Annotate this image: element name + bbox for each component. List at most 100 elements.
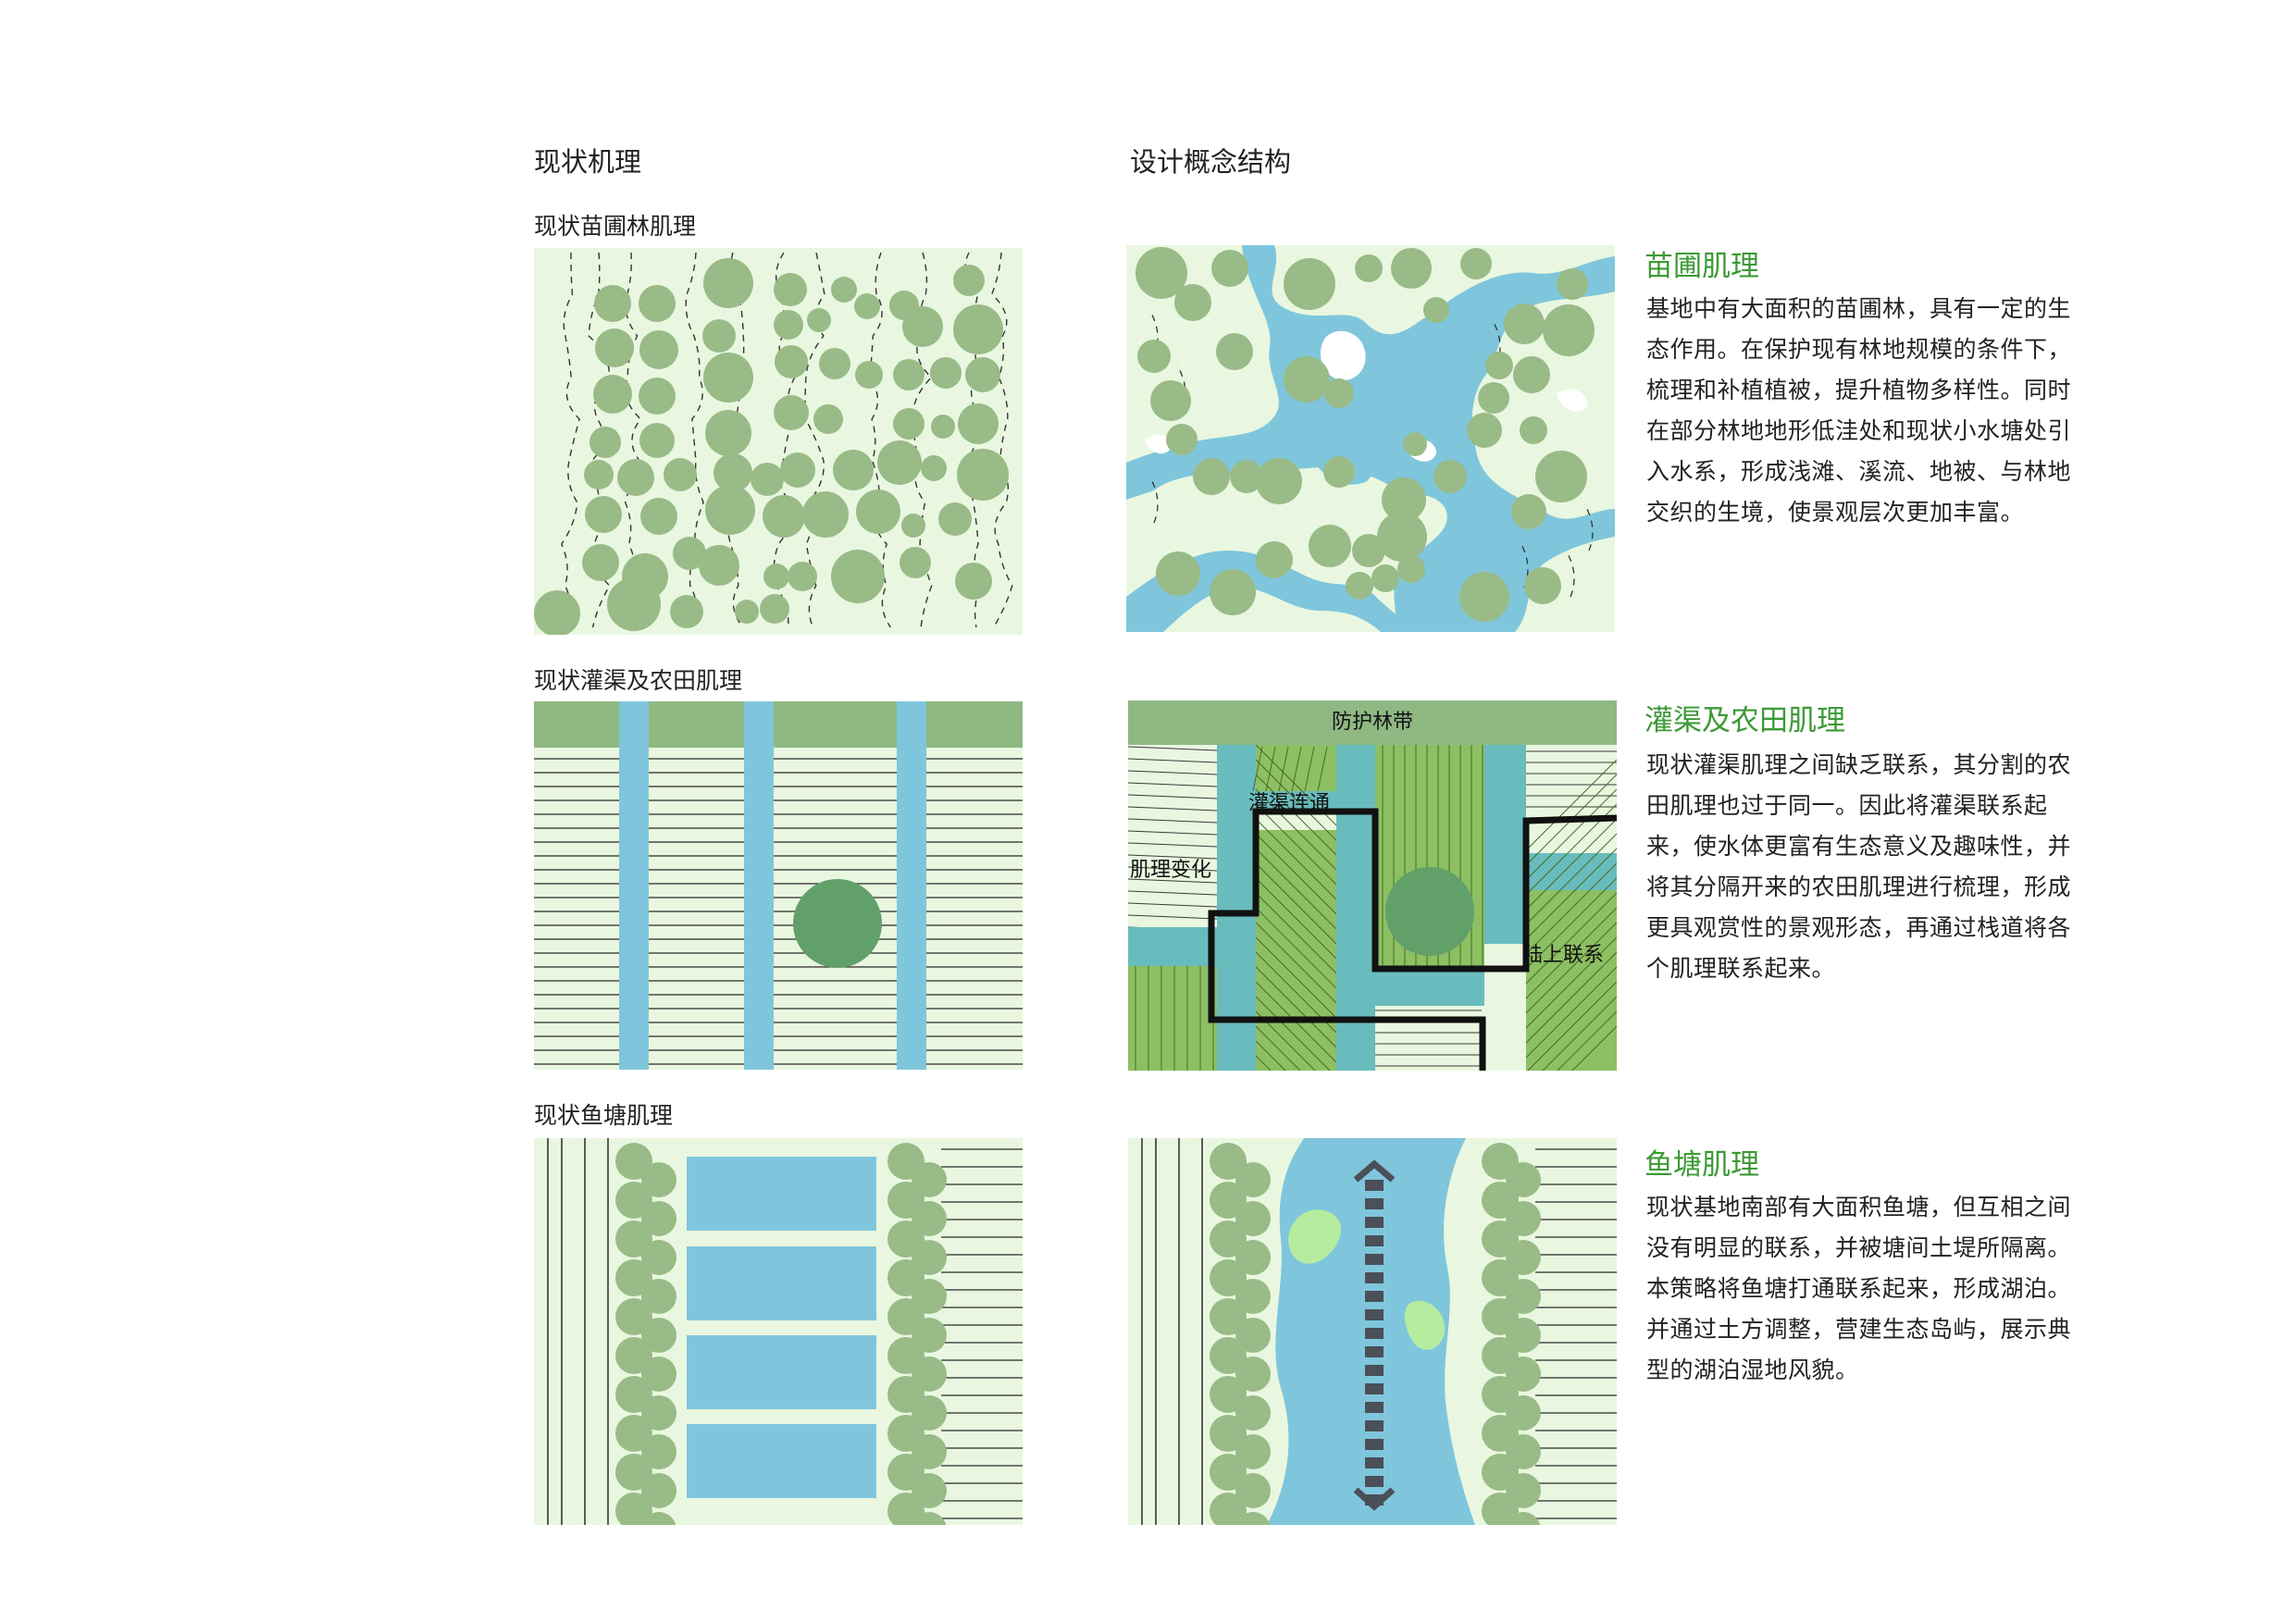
tree-canopy [615, 1415, 652, 1452]
tree-canopy [1230, 460, 1263, 493]
tree-canopy [607, 577, 661, 631]
forest-belt-label: 防护林带 [1332, 711, 1413, 734]
field-furrow-line [1128, 878, 1218, 884]
canal-description: 现状灌渠肌理之间缺乏联系，其分割的农田肌理也过于同一。因此将灌渠联系起来，使水体… [1646, 751, 2072, 982]
tree-canopy [1524, 567, 1561, 604]
field-hatch-line [1527, 981, 1617, 1071]
tree-canopy [735, 600, 759, 624]
tree-canopy [930, 357, 962, 389]
contour-dash-line [721, 252, 745, 628]
tree-canopy [641, 1201, 676, 1236]
field-hatch-line [1525, 759, 1617, 851]
field-hatch-line [1525, 936, 1617, 1029]
field-hatch-line [1291, 746, 1302, 792]
nursery-design-diagram [1126, 245, 1615, 632]
irrigation-canal [1336, 745, 1375, 1071]
tree-canopy [774, 273, 807, 306]
tree-canopy [1137, 340, 1171, 373]
arrow-head-down [1353, 1487, 1396, 1511]
tree-canopy [1136, 247, 1187, 299]
fish-pond [687, 1335, 876, 1409]
field-furrow-line [1128, 782, 1218, 787]
panel-background [534, 701, 1023, 1070]
fishpond-heading: 鱼塘肌理 [1644, 1148, 1759, 1182]
boardwalk-dash [1365, 1235, 1384, 1246]
large-tree [793, 879, 882, 968]
tree-canopy [641, 1512, 676, 1525]
nursery-current-title: 现状苗圃林肌理 [534, 213, 697, 240]
canal-design-diagram: 防护林带灌渠连通肌理变化陆上联系 [1128, 700, 1617, 1071]
tree-canopy [670, 595, 703, 628]
tree-canopy [1235, 1201, 1271, 1236]
tree-canopy [703, 353, 753, 403]
large-tree [1385, 867, 1474, 956]
field-hatch-line [1255, 759, 1337, 841]
boardwalk-dash [1365, 1383, 1384, 1394]
field-hatch-line [1255, 848, 1337, 930]
tree-canopy [1309, 525, 1351, 567]
tree-canopy [1235, 1357, 1271, 1392]
tree-canopy [615, 1143, 652, 1180]
tree-canopy [1193, 458, 1230, 495]
tree-canopy [855, 361, 883, 389]
tree-canopy [833, 450, 874, 490]
tree-canopy [893, 359, 925, 390]
field-hatch-line [1304, 746, 1315, 792]
pond-island [1145, 434, 1172, 454]
tree-canopy [714, 453, 752, 492]
tree-canopy [813, 404, 843, 434]
field-hatch-line [1557, 1010, 1617, 1071]
field-furrow-line [1128, 890, 1218, 896]
tree-canopy [955, 563, 992, 600]
boardwalk-dash [1365, 1217, 1384, 1228]
tree-canopy [1511, 494, 1546, 529]
tree-canopy [931, 415, 955, 439]
irrigation-canal [1256, 791, 1336, 812]
boardwalk-dash [1365, 1420, 1384, 1431]
boardwalk-dash [1365, 1439, 1384, 1450]
tree-canopy [615, 1493, 652, 1525]
field-hatch-line [1525, 833, 1617, 925]
tree-canopy [1382, 477, 1426, 522]
tree-canopy [590, 427, 621, 458]
tree-canopy [763, 495, 805, 538]
fishpond-current-title: 现状鱼塘肌理 [534, 1102, 674, 1129]
tree-canopy [1235, 1162, 1271, 1197]
tree-canopy [953, 265, 985, 296]
tree-canopy [1557, 268, 1588, 300]
tree-canopy [957, 449, 1009, 501]
boardwalk-dash [1365, 1309, 1384, 1320]
tree-canopy [1256, 541, 1293, 578]
tree-canopy [887, 1493, 925, 1525]
field-hatch-line [1255, 1010, 1316, 1071]
tree-canopy [1371, 564, 1399, 592]
tree-canopy [965, 357, 1000, 392]
tree-canopy [1211, 250, 1248, 287]
tree-canopy [1235, 1512, 1271, 1525]
tree-canopy [702, 319, 736, 353]
tree-canopy [900, 547, 931, 578]
contour-dash-line [685, 252, 704, 628]
tree-canopy [585, 496, 622, 533]
boardwalk-dash [1365, 1180, 1384, 1191]
tree-canopy [1535, 451, 1587, 502]
tree-canopy [639, 285, 676, 322]
tree-canopy [1210, 569, 1256, 615]
tree-canopy [1397, 555, 1425, 583]
tree-canopy [831, 550, 885, 603]
texture-change-label: 肌理变化 [1130, 859, 1211, 882]
tree-canopy [1210, 1415, 1247, 1452]
tree-canopy [958, 403, 999, 444]
tree-canopy [1433, 460, 1467, 493]
field-furrow-line [1128, 854, 1218, 860]
field-hatch-line [1525, 951, 1617, 1044]
boardwalk-dash [1365, 1291, 1384, 1302]
forest-belt [1128, 700, 1617, 745]
tree-canopy [615, 1454, 652, 1491]
pond-island [1320, 330, 1366, 380]
boardwalk-dash [1365, 1457, 1384, 1468]
tree-canopy [641, 1162, 676, 1197]
tree-canopy [615, 1259, 652, 1296]
field-hatch-line [1255, 788, 1337, 871]
tree-canopy [1506, 1512, 1541, 1525]
